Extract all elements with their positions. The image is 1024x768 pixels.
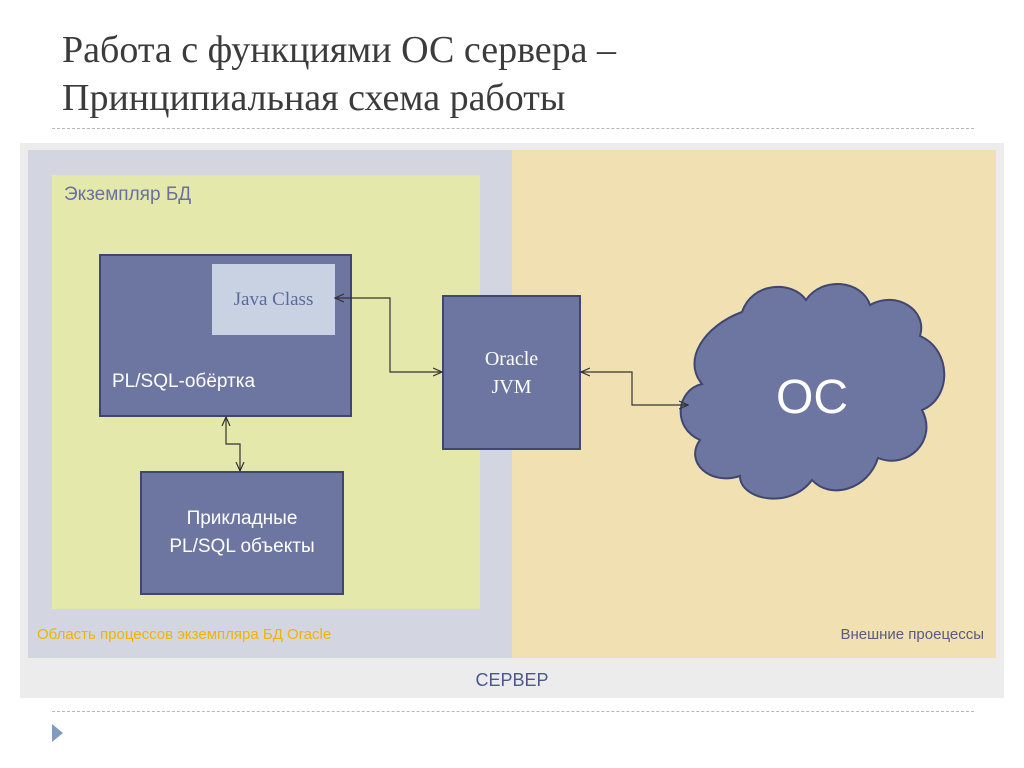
applied-objects-line-2: PL/SQL объекты <box>169 536 315 557</box>
jvm-line-1: Oracle <box>484 348 539 370</box>
server-label: СЕРВЕР <box>475 670 549 690</box>
os-label: ОС <box>776 371 848 424</box>
external-process-area-label: Внешние проецессы <box>840 626 984 643</box>
db-instance-label: Экземпляр БД <box>64 184 192 205</box>
plsql-wrapper-label: PL/SQL-обёртка <box>112 371 256 392</box>
footer-divider <box>52 711 974 712</box>
applied-plsql-objects-box: Прикладные PL/SQL объекты <box>140 471 344 595</box>
triangle-right-icon <box>52 724 63 742</box>
connector-jvm-os <box>581 372 688 405</box>
connector-wrapper-applied <box>226 417 240 471</box>
os-cloud <box>679 283 946 500</box>
slide-title-line-1: Работа с функциями ОС сервера – <box>62 29 617 71</box>
slide-title: Работа с функциями ОС сервера – Принципи… <box>62 26 962 122</box>
title-divider <box>52 128 974 129</box>
connector-javaclass-jvm <box>335 298 442 372</box>
java-class-label: Java Class <box>233 288 314 310</box>
jvm-line-2: JVM <box>491 376 532 398</box>
applied-objects-line-1: Прикладные <box>186 508 298 529</box>
slide-title-line-2: Принципиальная схема работы <box>62 77 566 119</box>
java-class-box: Java Class <box>212 264 335 335</box>
oracle-jvm-box: Oracle JVM <box>442 295 581 450</box>
oracle-process-area-label: Область процессов экземпляра БД Oracle <box>37 626 332 643</box>
